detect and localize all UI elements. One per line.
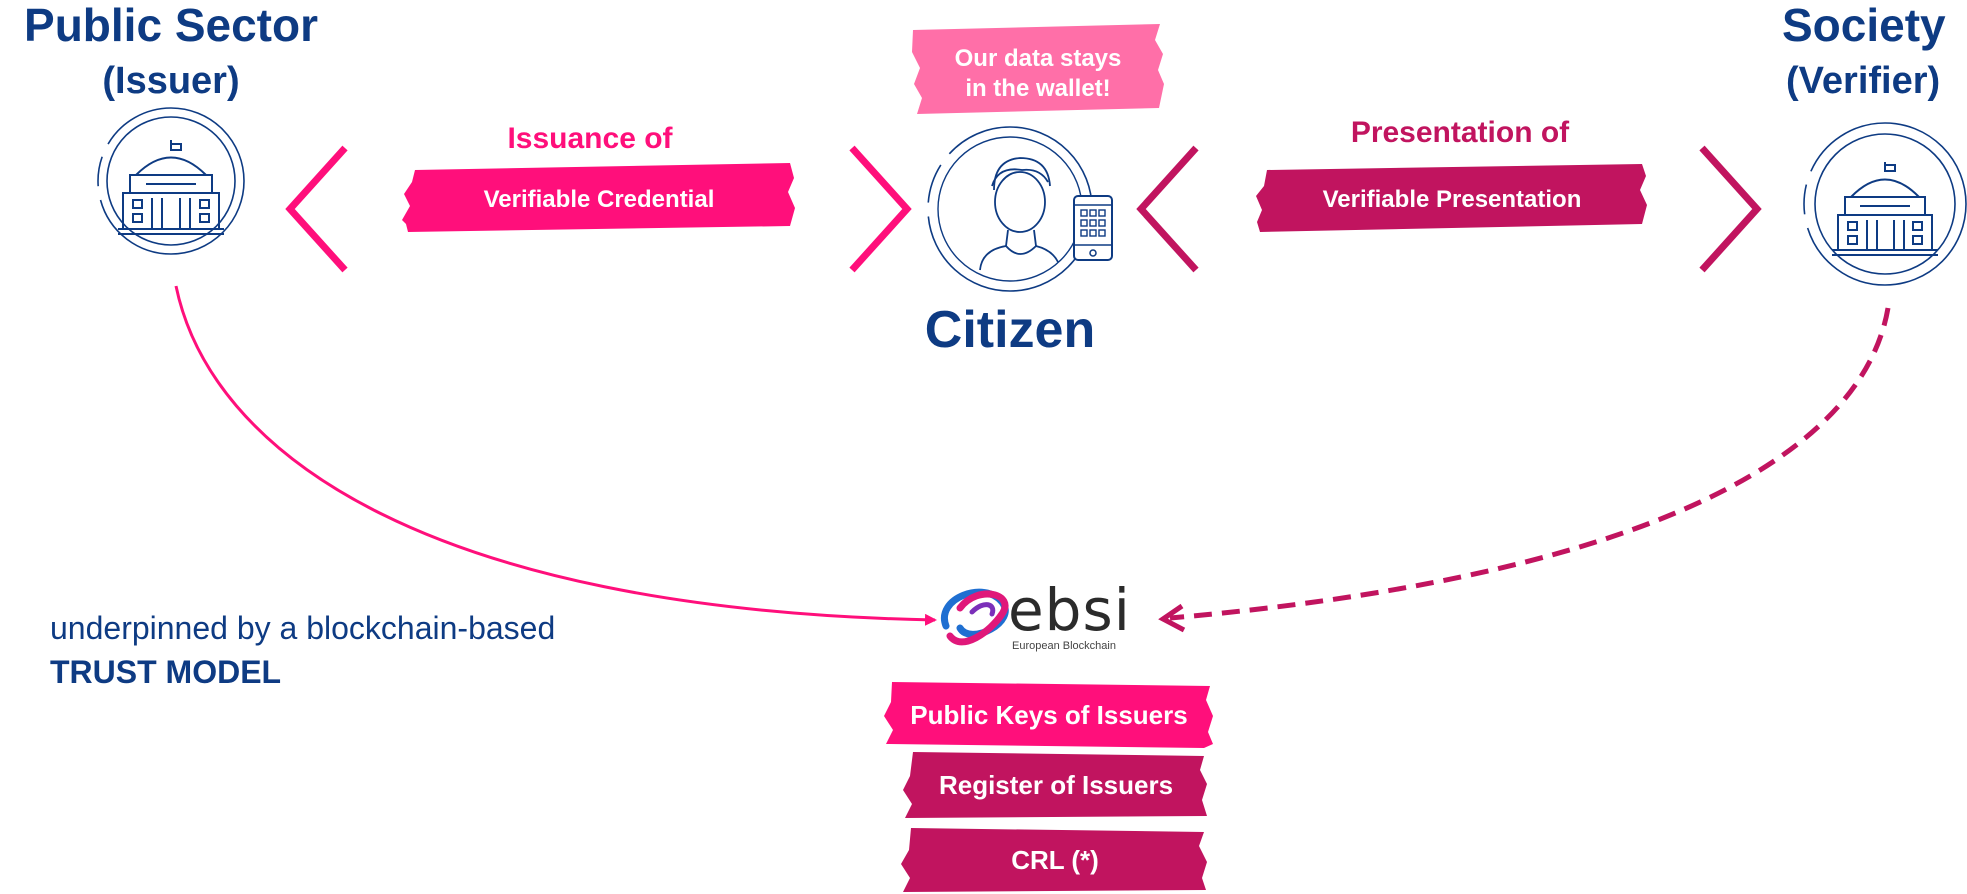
trust-model-caption: underpinned by a blockchain-based TRUST … <box>50 606 750 694</box>
registry-label-2: CRL (*) <box>1011 844 1099 875</box>
presentation-tape: Verifiable Presentation <box>1258 170 1646 230</box>
verifier-building-icon <box>1803 122 1967 286</box>
registry-item-public-keys: Public Keys of Issuers <box>888 684 1210 746</box>
issuer-building-icon <box>97 107 245 255</box>
issuer-role: (Issuer) <box>102 60 240 102</box>
verifier-title: Society <box>1782 0 1946 51</box>
registry-tape-2-shape <box>901 828 1207 892</box>
presentation-left-chevron <box>1136 145 1199 273</box>
registry-tape-1-shape <box>903 752 1207 818</box>
issuance-left-chevron <box>285 145 348 273</box>
citizen-label: Citizen <box>924 301 1096 359</box>
registry-label-1: Register of Issuers <box>938 769 1174 800</box>
presentation-right-chevron <box>1699 145 1762 273</box>
ebsi-wordmark: ebsi <box>1008 576 1131 644</box>
issuer-title: Public Sector <box>24 0 318 51</box>
presentation-tape-label: Verifiable Presentation <box>1322 186 1582 213</box>
issuance-tape-label: Verifiable Credential <box>483 186 715 213</box>
ebsi-logo-icon <box>940 588 1009 646</box>
registry-item-crl: CRL (*) <box>905 830 1205 890</box>
issuer-to-ebsi-arrow <box>174 285 937 626</box>
smartphone-icon <box>1073 195 1113 261</box>
issuance-tape-shape <box>402 163 795 232</box>
citizen-note-line2: in the wallet! <box>965 75 1111 102</box>
trust-line1: underpinned by a blockchain-based <box>50 610 556 646</box>
verifier-arrowhead <box>1158 603 1186 633</box>
verifier-to-ebsi-dashed-arrow <box>1169 307 1891 621</box>
registry-item-register: Register of Issuers <box>907 754 1205 816</box>
ebsi-tagline: European Blockchain <box>1012 640 1116 652</box>
issuance-right-chevron <box>849 145 912 273</box>
registry-label-0: Public Keys of Issuers <box>910 699 1188 730</box>
citizen-person-icon <box>927 126 1093 292</box>
registry-tape-0-shape <box>884 682 1213 748</box>
verifier-role: (Verifier) <box>1786 60 1941 102</box>
citizen-note-line1: Our data stays <box>954 45 1122 72</box>
issuance-tape: Verifiable Credential <box>405 170 793 230</box>
trust-line2: TRUST MODEL <box>50 654 282 690</box>
presentation-heading: Presentation of <box>1350 116 1570 149</box>
citizen-note-tape <box>912 24 1164 114</box>
issuance-heading: Issuance of <box>507 122 673 155</box>
citizen-note: Our data stays in the wallet! <box>913 40 1163 108</box>
presentation-tape-shape <box>1256 164 1647 232</box>
